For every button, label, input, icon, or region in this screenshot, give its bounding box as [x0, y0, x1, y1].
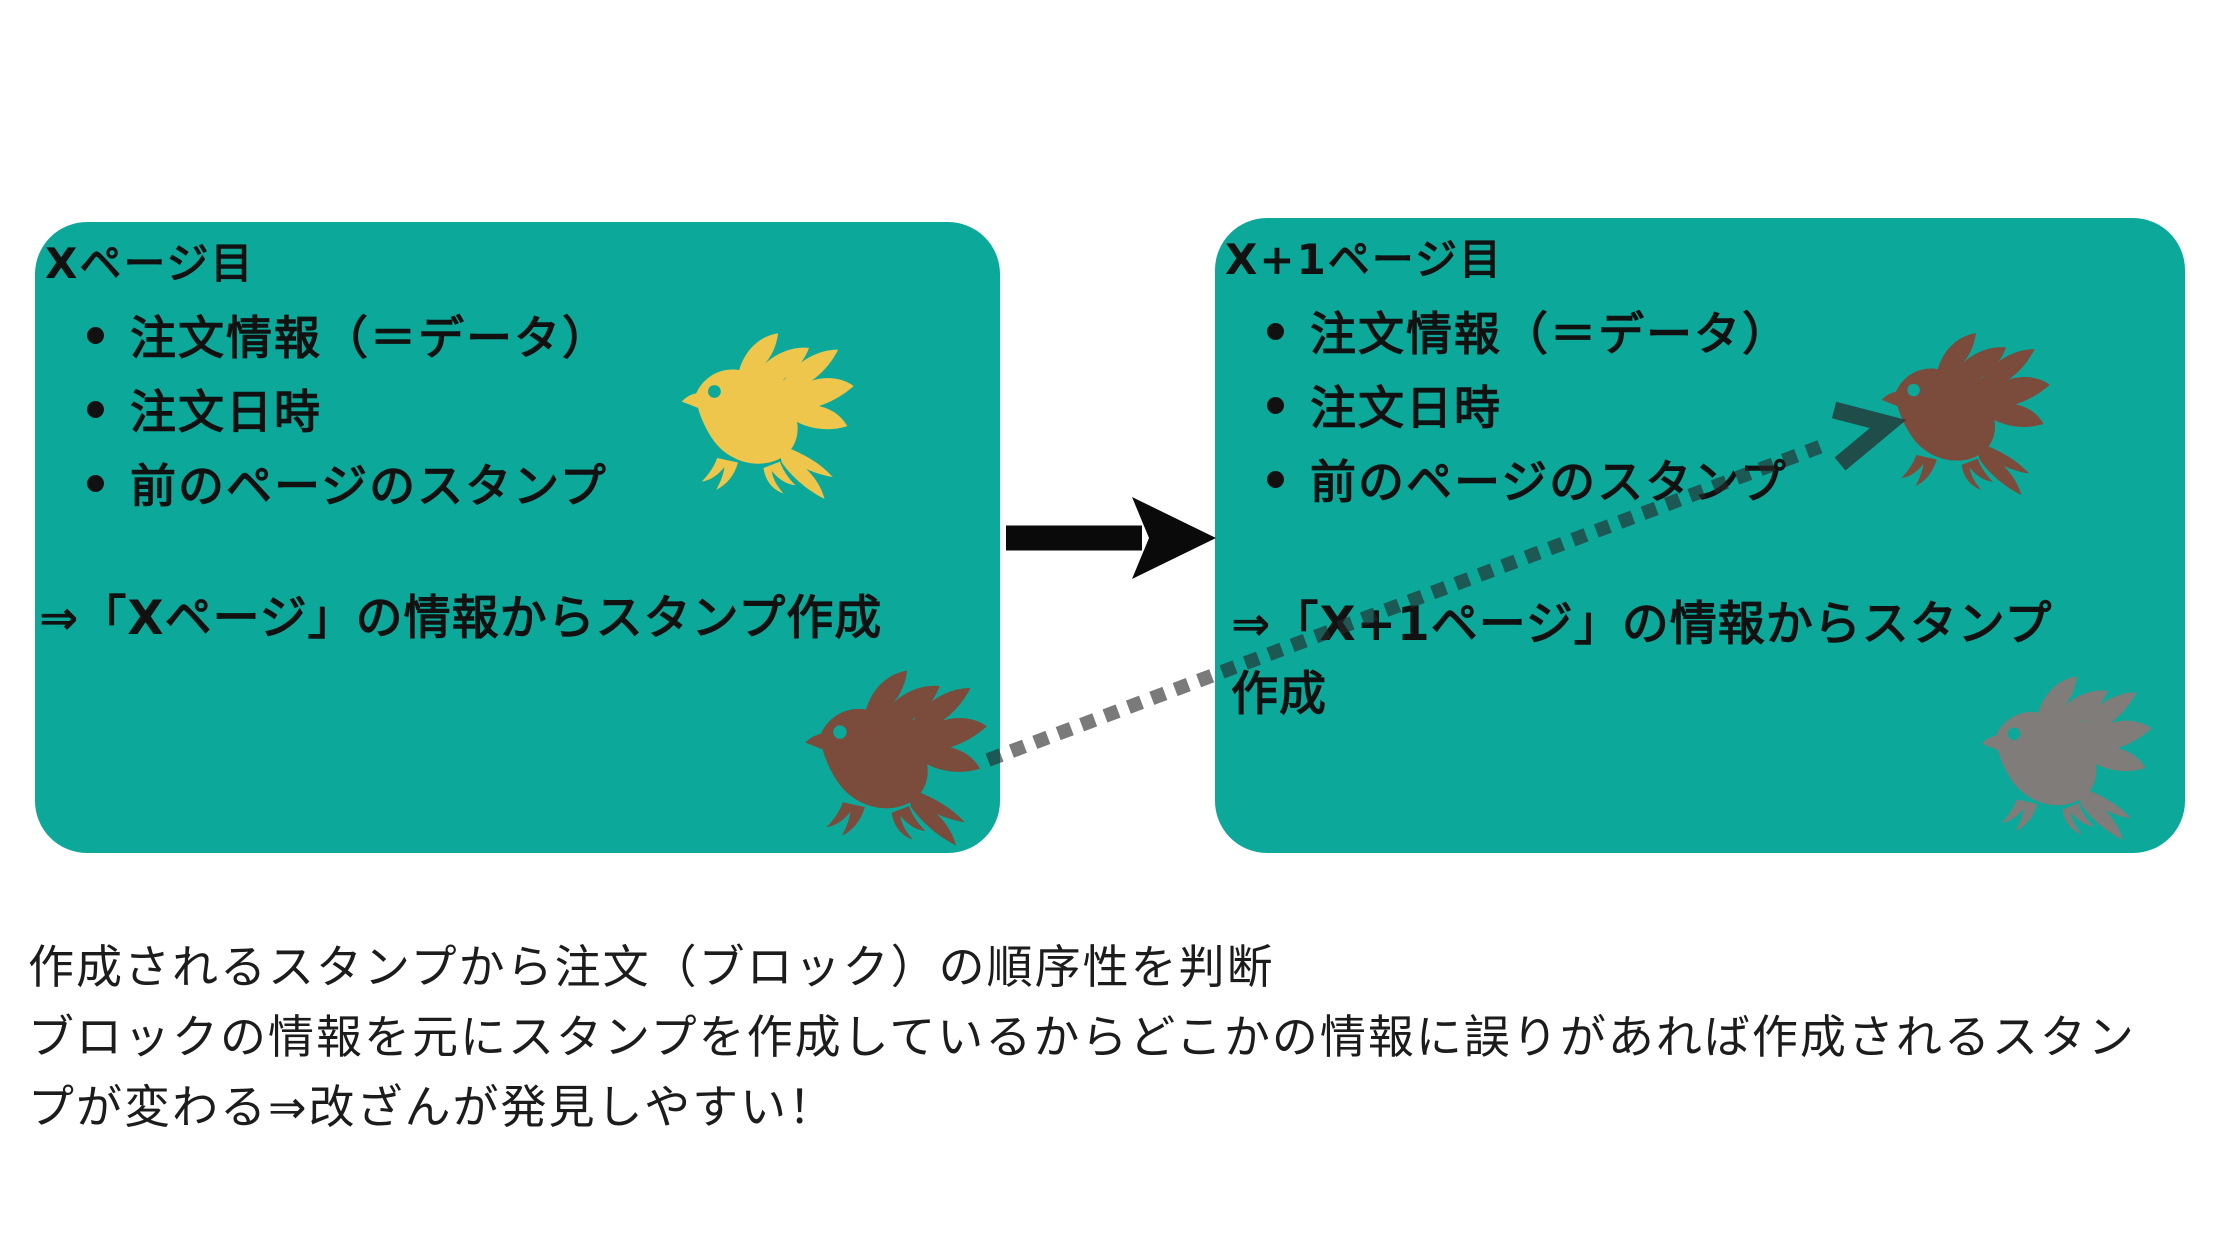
bullet-text: 注文情報（＝データ） — [1310, 307, 1790, 361]
bullet-text: 注文日時 — [1310, 381, 1502, 435]
page-x-title: Xページ目 — [45, 239, 255, 288]
bullet-text: 注文情報（＝データ） — [130, 311, 610, 365]
bullet-dot-icon — [1267, 396, 1284, 414]
page-x-block: Xページ目 注文情報（＝データ） 注文日時 前のページのスタンプ ⇒「Xページ」… — [35, 222, 1000, 853]
list-item: 注文情報（＝データ） — [1267, 294, 1790, 368]
page-x-footer: ⇒「Xページ」の情報からスタンプ作成 — [39, 591, 883, 646]
list-item: 前のページのスタンプ — [1267, 442, 1790, 516]
black-right-arrow-icon — [1006, 497, 1216, 579]
list-item: 注文情報（＝データ） — [87, 298, 610, 372]
list-item: 注文日時 — [87, 372, 610, 446]
explanation-line3: プが変わる⇒改ざんが発見しやすい！ — [28, 1080, 837, 1134]
bullet-text: 前のページのスタンプ — [130, 459, 608, 513]
bullet-dot-icon — [87, 326, 104, 344]
page-x1-footer: ⇒「X+1ページ」の情報からスタンプ 作成 — [1231, 590, 2052, 730]
bullet-dot-icon — [87, 474, 104, 492]
page-x1-footer-line2: 作成 — [1231, 667, 1327, 722]
bullet-dot-icon — [87, 400, 104, 418]
bullet-text: 注文日時 — [130, 385, 322, 439]
explanation-line2: ブロックの情報を元にスタンプを作成しているからどこかの情報に誤りがあれば作成され… — [28, 1010, 2136, 1064]
page-x1-footer-line1: ⇒「X+1ページ」の情報からスタンプ — [1231, 597, 2053, 652]
bullet-dot-icon — [1267, 470, 1284, 488]
page-x1-block: X+1ページ目 注文情報（＝データ） 注文日時 前のページのスタンプ ⇒「X+1… — [1215, 218, 2185, 853]
page-x1-title: X+1ページ目 — [1225, 235, 1503, 284]
bullet-dot-icon — [1267, 322, 1284, 340]
list-item: 注文日時 — [1267, 368, 1790, 442]
list-item: 前のページのスタンプ — [87, 446, 610, 520]
page-x1-bullet-list: 注文情報（＝データ） 注文日時 前のページのスタンプ — [1267, 294, 1790, 516]
bullet-text: 前のページのスタンプ — [1310, 455, 1788, 509]
explanation-text: 作成されるスタンプから注文（ブロック）の順序性を判断 ブロックの情報を元にスタン… — [28, 932, 2136, 1142]
explanation-line1: 作成されるスタンプから注文（ブロック）の順序性を判断 — [28, 940, 1275, 994]
page-x-bullet-list: 注文情報（＝データ） 注文日時 前のページのスタンプ — [87, 298, 610, 520]
